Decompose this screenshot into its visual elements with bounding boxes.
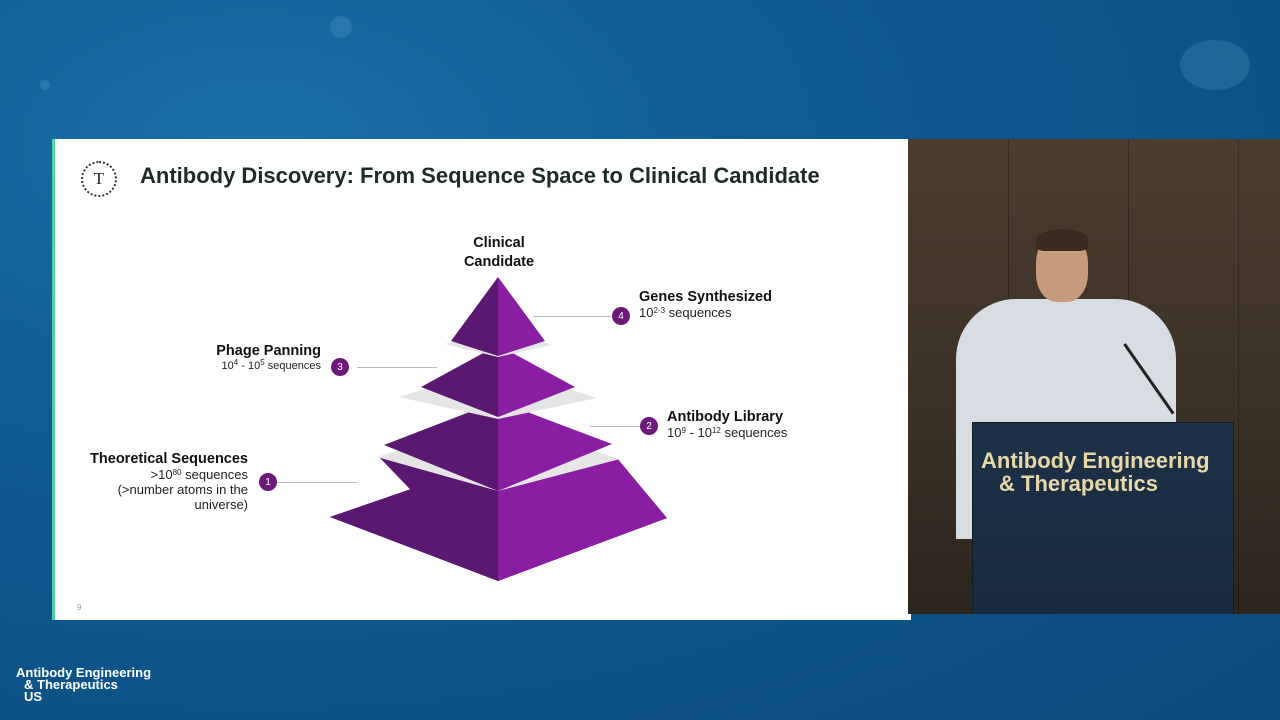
pyramid-diagram xyxy=(330,277,667,581)
background-node xyxy=(330,16,352,38)
pyramid-tier-2-right xyxy=(498,401,612,491)
stage-badge-2: 2 xyxy=(640,417,658,435)
pyramid-tier-4-left xyxy=(451,277,498,356)
background-node xyxy=(1180,40,1250,90)
pyramid-tier-4-right xyxy=(498,277,545,356)
stage-4-base1: 10 xyxy=(639,305,654,320)
connector-stage-1 xyxy=(277,482,357,483)
pyramid-top-label: Clinical Candidate xyxy=(449,234,549,272)
speaker-video: Antibody Engineering & Therapeutics xyxy=(908,139,1280,614)
connector-stage-4 xyxy=(533,316,611,317)
presentation-slide: T Antibody Discovery: From Sequence Spac… xyxy=(52,139,911,620)
stage-1-suffix: sequences xyxy=(181,467,248,482)
slide-title: Antibody Discovery: From Sequence Space … xyxy=(140,163,820,188)
stage-4-suffix: sequences xyxy=(665,305,732,320)
stage-3-base2: 10 xyxy=(248,360,261,372)
stage-label-4: Genes Synthesized 102-3 sequences xyxy=(639,289,839,321)
pyramid-tier-1-front-left xyxy=(330,459,498,581)
brand-line3: US xyxy=(24,689,43,704)
logo-letter: T xyxy=(93,169,105,188)
stage-1-detail-prefix: >10 xyxy=(150,467,173,482)
stage-2-base1: 10 xyxy=(667,425,682,440)
background-node xyxy=(40,80,50,90)
stage-badge-4: 4 xyxy=(612,307,630,325)
stage-label-1: Theoretical Sequences >1080 sequences (>… xyxy=(75,451,248,513)
podium-line1: Antibody Engineering xyxy=(981,448,1210,473)
stage-note-1-line2: universe) xyxy=(194,497,248,512)
stage-detail-3: 104 - 105 sequences xyxy=(155,359,321,374)
stage-4-exp1: 2-3 xyxy=(653,306,666,315)
stage-3-sep: - xyxy=(238,360,249,372)
stage-badge-3: 3 xyxy=(331,358,349,376)
company-logo: T xyxy=(81,161,117,197)
stage-title-3: Phage Panning xyxy=(216,343,321,359)
page-number: 9 xyxy=(77,603,82,612)
pyramid-tier-1-front-right xyxy=(498,459,667,581)
stage-2-sep: - xyxy=(685,425,698,440)
top-label-line1: Clinical xyxy=(473,235,525,251)
stage-label-3: Phage Panning 104 - 105 sequences xyxy=(155,344,321,374)
stage-3-exp1: 4 xyxy=(233,358,239,367)
stage-2-suffix: sequences xyxy=(720,425,788,440)
stage-title-2: Antibody Library xyxy=(667,409,784,425)
stage-label-2: Antibody Library 109 - 1012 sequences xyxy=(667,409,867,441)
stage-2-exp2: 12 xyxy=(711,426,721,435)
podium: Antibody Engineering & Therapeutics xyxy=(972,422,1234,614)
stage-detail-2: 109 - 1012 sequences xyxy=(667,425,867,440)
stage-detail-4: 102-3 sequences xyxy=(639,305,839,320)
stage-title-1: Theoretical Sequences xyxy=(90,451,248,467)
top-label-line2: Candidate xyxy=(463,254,535,270)
pyramid-tier-3-right xyxy=(498,345,575,417)
podium-line2: & Therapeutics xyxy=(999,471,1158,496)
podium-sign: Antibody Engineering & Therapeutics xyxy=(981,449,1210,495)
stage-3-suffix: sequences xyxy=(264,360,321,372)
stage-1-exponent: 80 xyxy=(172,468,182,477)
stage-title-4: Genes Synthesized xyxy=(639,289,772,305)
brand-line2: & Therapeutics xyxy=(24,677,118,692)
brand-line1: Antibody Engineering xyxy=(16,665,152,680)
pyramid-tier-3-left xyxy=(421,345,498,417)
stage-note-1-line1: (>number atoms in the xyxy=(117,482,248,497)
event-brand: Antibody Engineering & Therapeutics US xyxy=(16,665,152,704)
connector-stage-2 xyxy=(590,426,640,427)
stage-badge-1: 1 xyxy=(259,473,277,491)
wall-panel-seam xyxy=(1238,139,1239,614)
speaker-hair xyxy=(1036,229,1088,251)
stage-2-exp1: 9 xyxy=(681,426,686,435)
pyramid-tier-2-left xyxy=(384,401,498,491)
connector-stage-3 xyxy=(357,367,437,368)
stage-3-base1: 10 xyxy=(221,360,234,372)
stage-2-base2: 10 xyxy=(697,425,712,440)
stage-3-exp2: 5 xyxy=(260,358,265,367)
stage-detail-1: >1080 sequences xyxy=(75,467,248,482)
